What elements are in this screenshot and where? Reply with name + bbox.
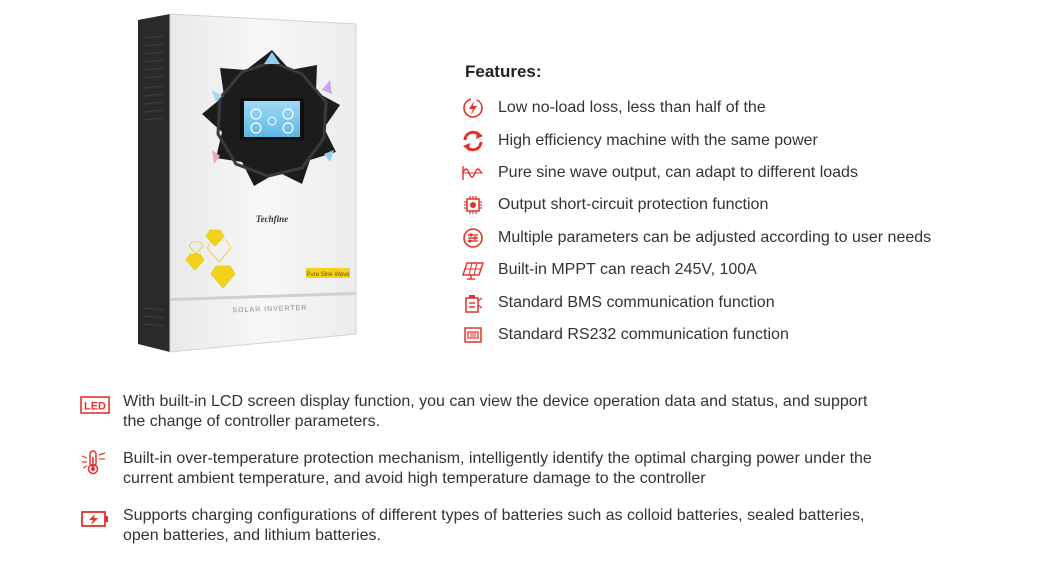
battery-charge-icon [80, 507, 112, 531]
product-tag-label: Pure Sine Wave [306, 272, 350, 278]
detail-item: Supports charging configurations of diff… [80, 506, 980, 546]
feature-text: Pure sine wave output, can adapt to diff… [498, 163, 858, 181]
product-model-label: SOLAR INVERTER [232, 305, 307, 315]
detail-line: Built-in over-temperature protection mec… [123, 450, 872, 467]
feature-text: Multiple parameters can be adjusted acco… [498, 228, 932, 246]
feature-item: Low no-load loss, less than half of the [460, 92, 931, 124]
refresh-arrows-icon [460, 129, 486, 153]
feature-item: Pure sine wave output, can adapt to diff… [460, 157, 931, 189]
feature-text: High efficiency machine with the same po… [498, 131, 818, 149]
sliders-circle-icon [460, 226, 486, 250]
feature-text: Built-in MPPT can reach 245V, 100A [498, 261, 757, 279]
features-title: Features: [465, 62, 542, 81]
rs232-port-icon [460, 323, 486, 347]
feature-item: Standard RS232 communication function [460, 319, 931, 351]
sine-wave-icon [460, 161, 486, 185]
detail-text: Supports charging configurations of diff… [123, 506, 973, 546]
detail-line: Supports charging configurations of diff… [123, 507, 865, 524]
feature-item: Standard BMS communication function [460, 286, 931, 318]
battery-bms-icon [460, 291, 486, 315]
feature-item: Output short-circuit protection function [460, 189, 931, 221]
solar-inverter-image: Techfine Pure Sine Wave SOLAR INVERTER [138, 13, 357, 353]
feature-text: Standard BMS communication function [498, 293, 775, 311]
feature-text: Output short-circuit protection function [498, 196, 769, 214]
chip-shield-icon [460, 193, 486, 217]
lightning-circle-icon [460, 96, 486, 120]
detail-text: Built-in over-temperature protection mec… [123, 449, 973, 489]
detail-line: the change of controller parameters. [123, 413, 381, 430]
feature-item: Multiple parameters can be adjusted acco… [460, 222, 931, 254]
detail-text: With built-in LCD screen display functio… [123, 392, 973, 432]
feature-text: Low no-load loss, less than half of the [498, 99, 766, 117]
led-icon: LED [80, 393, 112, 417]
detail-item: LED With built-in LCD screen display fun… [80, 392, 980, 432]
product-brand-label: Techfine [256, 214, 288, 224]
detail-line: current ambient temperature, and avoid h… [123, 470, 706, 487]
detail-line: open batteries, and lithium batteries. [123, 527, 381, 544]
solar-panel-icon [460, 258, 486, 282]
detail-item: Built-in over-temperature protection mec… [80, 449, 980, 489]
led-icon-label: LED [84, 401, 106, 413]
feature-text: Standard RS232 communication function [498, 325, 789, 343]
feature-item: Built-in MPPT can reach 245V, 100A [460, 254, 931, 286]
thermometer-icon [80, 450, 112, 475]
feature-item: High efficiency machine with the same po… [460, 124, 931, 156]
detail-line: With built-in LCD screen display functio… [123, 393, 868, 410]
features-list: Low no-load loss, less than half of the … [460, 92, 931, 351]
details-list: LED With built-in LCD screen display fun… [80, 392, 980, 546]
